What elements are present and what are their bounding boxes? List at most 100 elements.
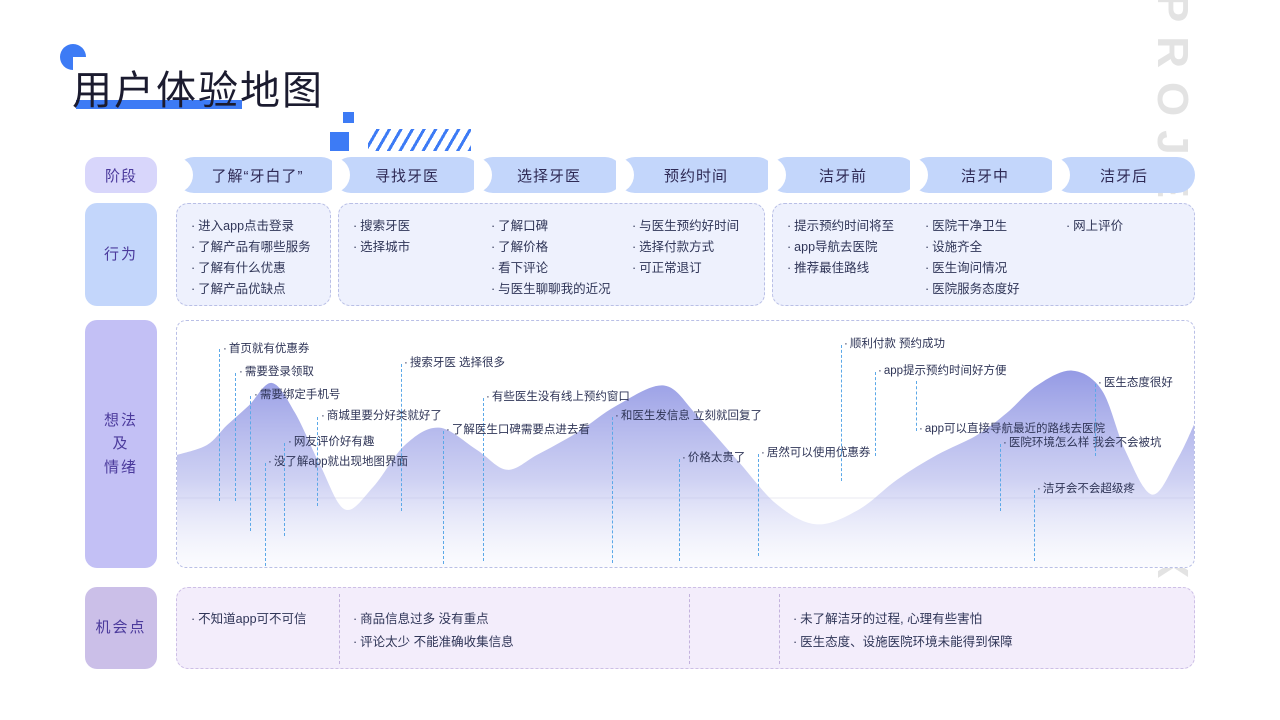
emotion-annotation: 了解医生口碑需要点进去看 <box>446 424 590 437</box>
annotation-leader-line <box>612 417 613 563</box>
emotion-chart: 首页就有优惠券需要登录领取需要绑定手机号商城里要分好类就好了网友评价好有趣没了解… <box>176 320 1195 568</box>
opportunity-column: 商品信息过多 没有重点 评论太少 不能准确收集信息 <box>353 608 514 654</box>
annotation-leader-line <box>443 431 444 564</box>
opportunity-divider <box>689 594 690 664</box>
emotion-curve-svg <box>177 370 1194 567</box>
annotation-leader-line <box>265 463 266 566</box>
behaviour-row-label: 行为 <box>85 203 157 306</box>
annotation-leader-line <box>235 373 236 501</box>
emotion-annotation: 网友评价好有趣 <box>288 436 375 449</box>
stage-row: 阶段 了解“牙白了” 寻找牙医 选择牙医 预约时间 洁牙前 洁牙中 洁牙后 <box>85 157 1195 193</box>
behaviour-group-3: 提示预约时间将至 app导航去医院 推荐最佳路线 医院干净卫生 设施齐全 医生询… <box>772 203 1195 306</box>
behaviour-column: 网上评价 <box>1066 216 1123 237</box>
behaviour-column: 搜索牙医 选择城市 <box>353 216 410 258</box>
emotion-annotation: 医生态度很好 <box>1098 377 1173 390</box>
stage-pill-1[interactable]: 了解“牙白了” <box>175 157 339 193</box>
emotion-annotation: app提示预约时间好方便 <box>878 365 1007 378</box>
behaviour-item: 了解价格 <box>491 237 611 258</box>
annotation-leader-line <box>679 459 680 561</box>
behaviour-item: 推荐最佳路线 <box>787 258 894 279</box>
behaviour-column: 了解口碑 了解价格 看下评论 与医生聊聊我的近况 <box>491 216 611 300</box>
behaviour-item: app导航去医院 <box>787 237 894 258</box>
emotion-annotation: 搜索牙医 选择很多 <box>404 357 505 370</box>
behaviour-item: 了解口碑 <box>491 216 611 237</box>
opportunity-column: 不知道app可不可信 <box>191 608 306 631</box>
emotion-annotation: 顺利付款 预约成功 <box>844 338 945 351</box>
emotion-annotation: 医院环境怎么样 我会不会被坑 <box>1003 437 1162 450</box>
emotion-annotation: 需要登录领取 <box>239 366 314 379</box>
opportunity-row-label: 机会点 <box>85 587 157 669</box>
stage-pill-2[interactable]: 寻找牙医 <box>332 157 481 193</box>
emotion-label-line2: 及 <box>112 435 130 453</box>
opportunity-item: 医生态度、设施医院环境未能得到保障 <box>793 631 1013 654</box>
opportunity-item: 商品信息过多 没有重点 <box>353 608 514 631</box>
stage-pill-6[interactable]: 洁牙中 <box>910 157 1059 193</box>
behaviour-item: 医院服务态度好 <box>925 279 1020 300</box>
behaviour-group-1: 进入app点击登录 了解产品有哪些服务 了解有什么优惠 了解产品优缺点 <box>176 203 331 306</box>
annotation-leader-line <box>401 364 402 511</box>
opportunity-item: 不知道app可不可信 <box>191 608 306 631</box>
behaviour-item: 了解产品优缺点 <box>191 279 311 300</box>
behaviour-item: 与医生预约好时间 <box>632 216 739 237</box>
opportunity-row: 机会点 不知道app可不可信 商品信息过多 没有重点 评论太少 不能准确收集信息… <box>85 587 1195 669</box>
behaviour-item: 与医生聊聊我的近况 <box>491 279 611 300</box>
opportunity-item: 未了解洁牙的过程, 心理有些害怕 <box>793 608 1013 631</box>
emotion-annotation: 洁牙会不会超级疼 <box>1037 483 1135 496</box>
behaviour-item: 搜索牙医 <box>353 216 410 237</box>
emotion-annotation: 居然可以使用优惠券 <box>761 447 871 460</box>
behaviour-item: 进入app点击登录 <box>191 216 311 237</box>
stage-pill-7[interactable]: 洁牙后 <box>1052 157 1195 193</box>
stage-pill-5[interactable]: 洁牙前 <box>768 157 917 193</box>
behaviour-item: 选择付款方式 <box>632 237 739 258</box>
annotation-leader-line <box>483 398 484 561</box>
opportunity-divider <box>339 594 340 664</box>
square-large-icon <box>330 132 349 151</box>
emotion-annotation: 首页就有优惠券 <box>223 343 310 356</box>
annotation-leader-line <box>1000 444 1001 511</box>
emotion-annotation: 商城里要分好类就好了 <box>321 410 442 423</box>
behaviour-item: 设施齐全 <box>925 237 1020 258</box>
behaviour-row: 行为 进入app点击登录 了解产品有哪些服务 了解有什么优惠 了解产品优缺点 搜… <box>85 203 1195 306</box>
behaviour-item: 提示预约时间将至 <box>787 216 894 237</box>
emotion-annotation: 需要绑定手机号 <box>254 389 341 402</box>
emotion-area-path <box>177 370 1194 567</box>
opportunity-item: 评论太少 不能准确收集信息 <box>353 631 513 654</box>
behaviour-group-2: 搜索牙医 选择城市 了解口碑 了解价格 看下评论 与医生聊聊我的近况 与医生预约… <box>338 203 765 306</box>
annotation-leader-line <box>284 443 285 536</box>
behaviour-item: 选择城市 <box>353 237 410 258</box>
emotion-annotation: app可以直接导航最近的路线去医院 <box>919 423 1105 436</box>
stage-row-label: 阶段 <box>85 157 157 193</box>
annotation-leader-line <box>758 454 759 556</box>
behaviour-item: 了解有什么优惠 <box>191 258 311 279</box>
stage-pill-3[interactable]: 选择牙医 <box>474 157 623 193</box>
emotion-annotation: 价格太贵了 <box>682 452 746 465</box>
opportunity-divider <box>779 594 780 664</box>
annotation-leader-line <box>1095 384 1096 456</box>
behaviour-column: 医院干净卫生 设施齐全 医生询问情况 医院服务态度好 <box>925 216 1020 300</box>
annotation-leader-line <box>916 381 917 431</box>
behaviour-item: 网上评价 <box>1066 216 1123 237</box>
behaviour-item: 医生询问情况 <box>925 258 1020 279</box>
annotation-leader-line <box>1034 490 1035 561</box>
emotion-label-line1: 想法 <box>103 412 138 430</box>
annotation-leader-line <box>875 372 876 456</box>
hatch-stripes-decoration <box>368 129 471 151</box>
annotation-leader-line <box>219 349 220 501</box>
square-small-icon <box>343 112 354 123</box>
title-underline <box>76 100 242 109</box>
behaviour-item: 看下评论 <box>491 258 611 279</box>
behaviour-column: 进入app点击登录 了解产品有哪些服务 了解有什么优惠 了解产品优缺点 <box>191 216 311 300</box>
emotion-annotation: 和医生发信息 立刻就回复了 <box>615 410 762 423</box>
emotion-annotation: 没了解app就出现地图界面 <box>268 456 408 469</box>
annotation-leader-line <box>250 396 251 531</box>
behaviour-item: 了解产品有哪些服务 <box>191 237 311 258</box>
emotion-row-label: 想法 及 情绪 <box>85 320 157 568</box>
behaviour-column: 与医生预约好时间 选择付款方式 可正常退订 <box>632 216 739 279</box>
pie-dot-icon <box>60 44 86 70</box>
page-title: 用户体验地图 <box>72 69 324 113</box>
stage-pill-4[interactable]: 预约时间 <box>616 157 775 193</box>
behaviour-item: 可正常退订 <box>632 258 739 279</box>
emotion-annotation: 有些医生没有线上预约窗口 <box>486 391 630 404</box>
opportunity-panel: 不知道app可不可信 商品信息过多 没有重点 评论太少 不能准确收集信息 未了解… <box>176 587 1195 669</box>
